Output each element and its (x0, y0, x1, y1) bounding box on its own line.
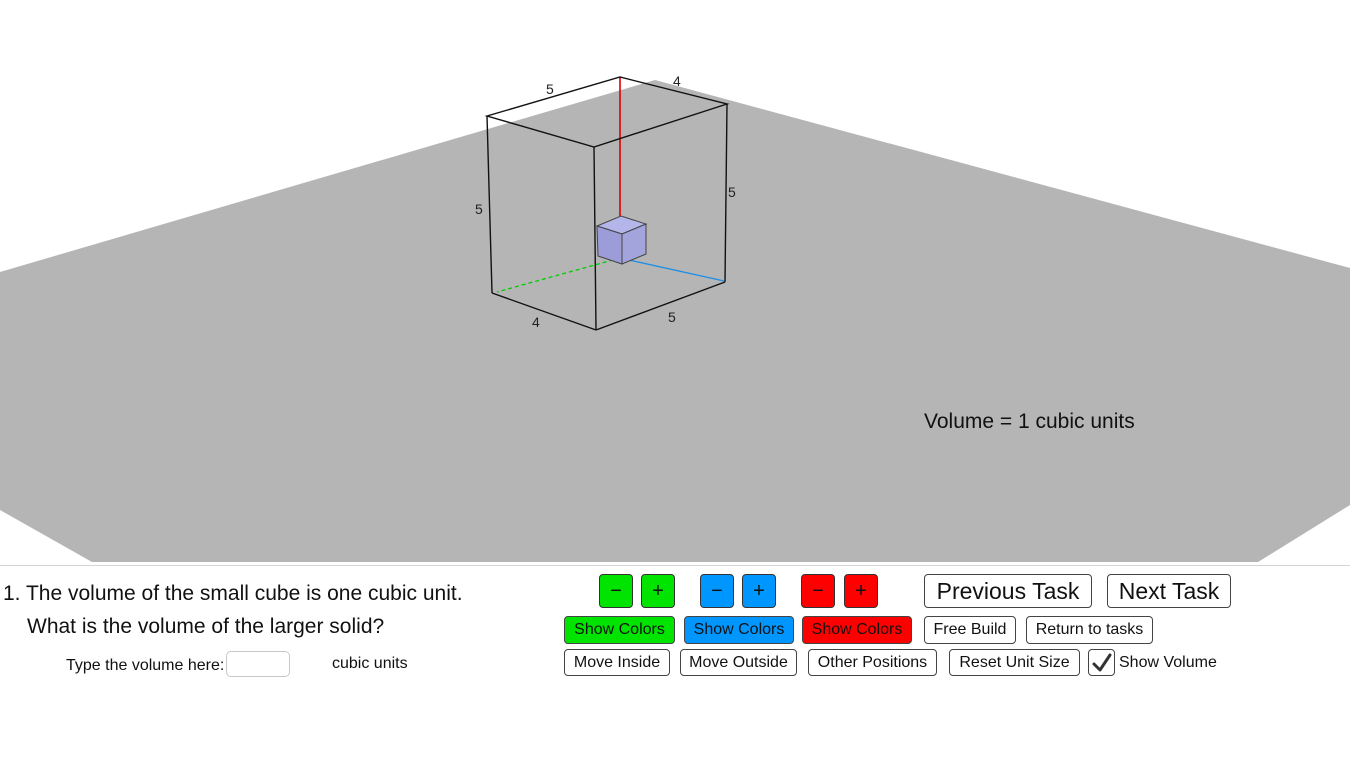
question-line-2: What is the volume of the larger solid? (27, 615, 385, 638)
green-minus-button[interactable]: − (599, 574, 633, 608)
question-line-1: 1. The volume of the small cube is one c… (3, 582, 463, 605)
3d-graphics-view[interactable]: 5 4 5 5 4 5 Volume = 1 cubic units (0, 0, 1350, 565)
show-colors-red-button[interactable]: Show Colors (802, 616, 912, 644)
dim-label-bottom-right: 5 (668, 309, 676, 325)
dim-label-right: 5 (728, 184, 736, 200)
answer-label: Type the volume here: (66, 657, 225, 674)
red-plus-button[interactable]: + (844, 574, 878, 608)
volume-readout: Volume = 1 cubic units (924, 410, 1135, 433)
free-build-button[interactable]: Free Build (924, 616, 1016, 644)
green-plus-button[interactable]: + (641, 574, 675, 608)
move-inside-button[interactable]: Move Inside (564, 649, 670, 676)
volume-answer-input[interactable] (226, 651, 290, 677)
red-minus-button[interactable]: − (801, 574, 835, 608)
blue-minus-button[interactable]: − (700, 574, 734, 608)
next-task-button[interactable]: Next Task (1107, 574, 1231, 608)
panel-divider (0, 565, 1350, 566)
dim-label-top-right: 4 (673, 73, 681, 89)
y-axis-line (619, 257, 725, 282)
show-volume-label: Show Volume (1119, 654, 1217, 671)
reset-unit-size-button[interactable]: Reset Unit Size (949, 649, 1080, 676)
dim-label-bottom-left: 4 (532, 314, 540, 330)
dim-label-top-left: 5 (546, 81, 554, 97)
scene-canvas[interactable]: 5 4 5 5 4 5 Volume = 1 cubic units (0, 0, 1350, 565)
show-colors-green-button[interactable]: Show Colors (564, 616, 675, 644)
show-colors-blue-button[interactable]: Show Colors (684, 616, 794, 644)
other-positions-button[interactable]: Other Positions (808, 649, 937, 676)
show-volume-checkbox[interactable] (1088, 649, 1115, 676)
return-to-tasks-button[interactable]: Return to tasks (1026, 616, 1153, 644)
ground-plane (0, 80, 1350, 562)
move-outside-button[interactable]: Move Outside (680, 649, 797, 676)
unit-cube[interactable] (595, 215, 648, 265)
units-label: cubic units (332, 655, 408, 672)
x-axis-line (496, 257, 621, 293)
blue-plus-button[interactable]: + (742, 574, 776, 608)
dim-label-left: 5 (475, 201, 483, 217)
previous-task-button[interactable]: Previous Task (924, 574, 1092, 608)
box-edges (484, 76, 730, 331)
checkmark-icon (1092, 653, 1111, 671)
